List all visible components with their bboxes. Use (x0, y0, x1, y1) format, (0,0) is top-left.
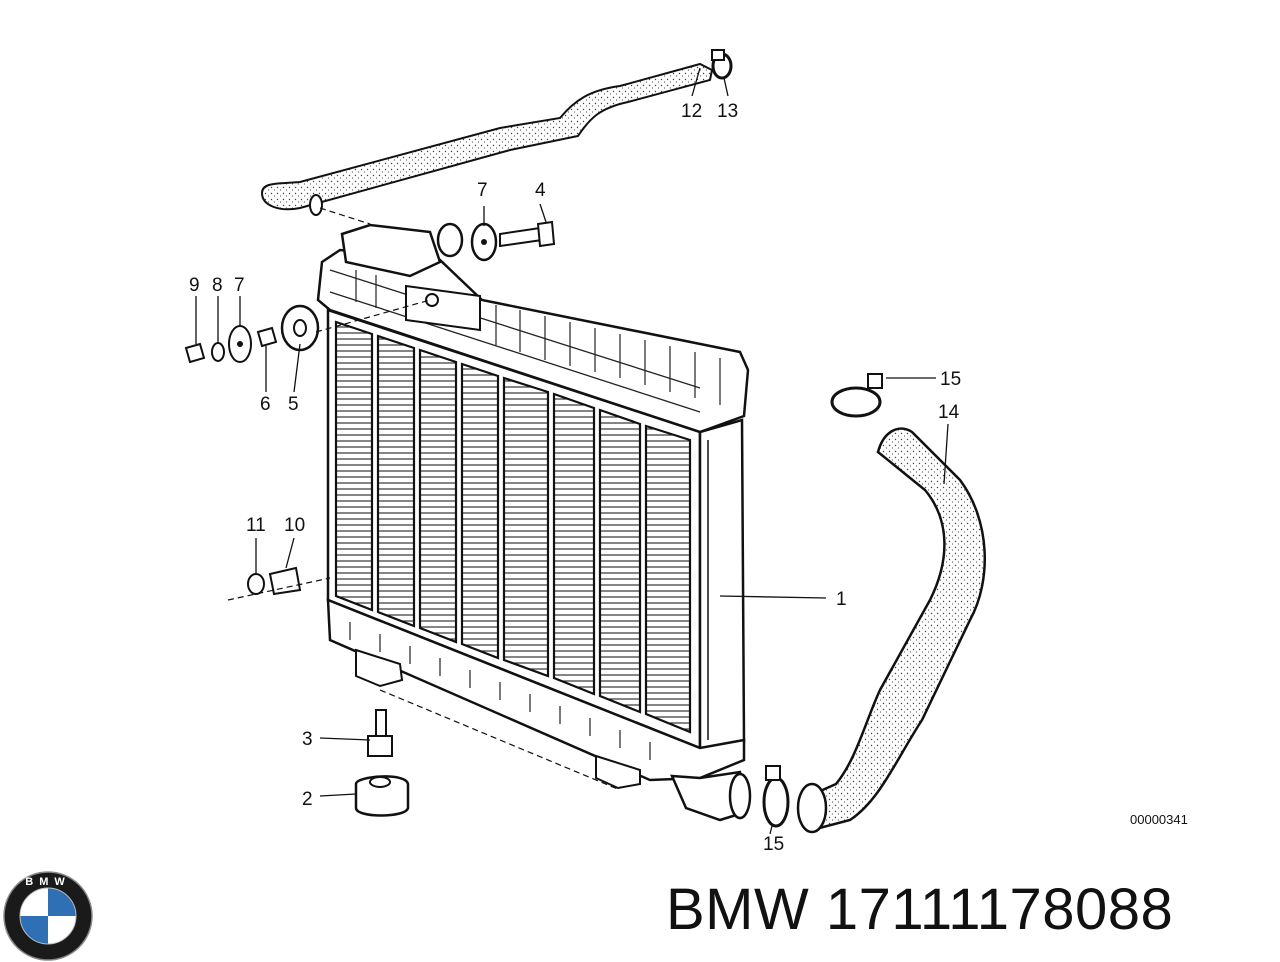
bmw-logo-letters: BMW (25, 876, 71, 888)
callout-13: 13 (717, 101, 738, 122)
radiator-bottom-tank (326, 598, 752, 822)
callout-12: 12 (681, 101, 702, 122)
callout-labels: 1 2 3 4 5 6 7 7 8 9 10 11 12 13 14 15 15… (189, 101, 1188, 855)
callout-15-lower: 15 (763, 834, 784, 855)
part-number: 17111178088 (825, 877, 1174, 942)
callout-7-side: 7 (234, 275, 245, 296)
brand-name: BMW (666, 877, 810, 942)
leader-lines (195, 67, 949, 835)
callout-5: 5 (288, 394, 299, 415)
radiator-top-tank (316, 222, 750, 434)
callout-6: 6 (260, 394, 271, 415)
lower-radiator-hose (796, 427, 986, 834)
callout-15-upper: 15 (940, 369, 961, 390)
callout-2: 2 (302, 789, 313, 810)
assembly-lines (227, 207, 621, 791)
hose-clamp-13 (711, 49, 733, 80)
callout-11: 11 (246, 515, 266, 536)
bmw-logo: BMW (3, 871, 93, 961)
hose-clamp-15-upper (830, 373, 883, 418)
callout-10: 10 (284, 515, 305, 536)
callout-9: 9 (189, 275, 200, 296)
radiator-core (326, 308, 746, 756)
callout-1: 1 (836, 589, 847, 610)
callout-3: 3 (302, 729, 313, 750)
callout-14: 14 (938, 402, 960, 423)
part-caption: BMW 17111178088 (666, 876, 1173, 943)
upper-mount-hardware (470, 220, 556, 262)
side-mount-hardware (184, 304, 320, 364)
lower-mount-hardware (354, 709, 410, 817)
callout-4: 4 (535, 180, 546, 201)
hose-clamp-15-lower (762, 765, 790, 828)
diagram-code: 00000341 (1130, 812, 1188, 827)
callout-7-top: 7 (477, 180, 488, 201)
callout-8: 8 (212, 275, 223, 296)
